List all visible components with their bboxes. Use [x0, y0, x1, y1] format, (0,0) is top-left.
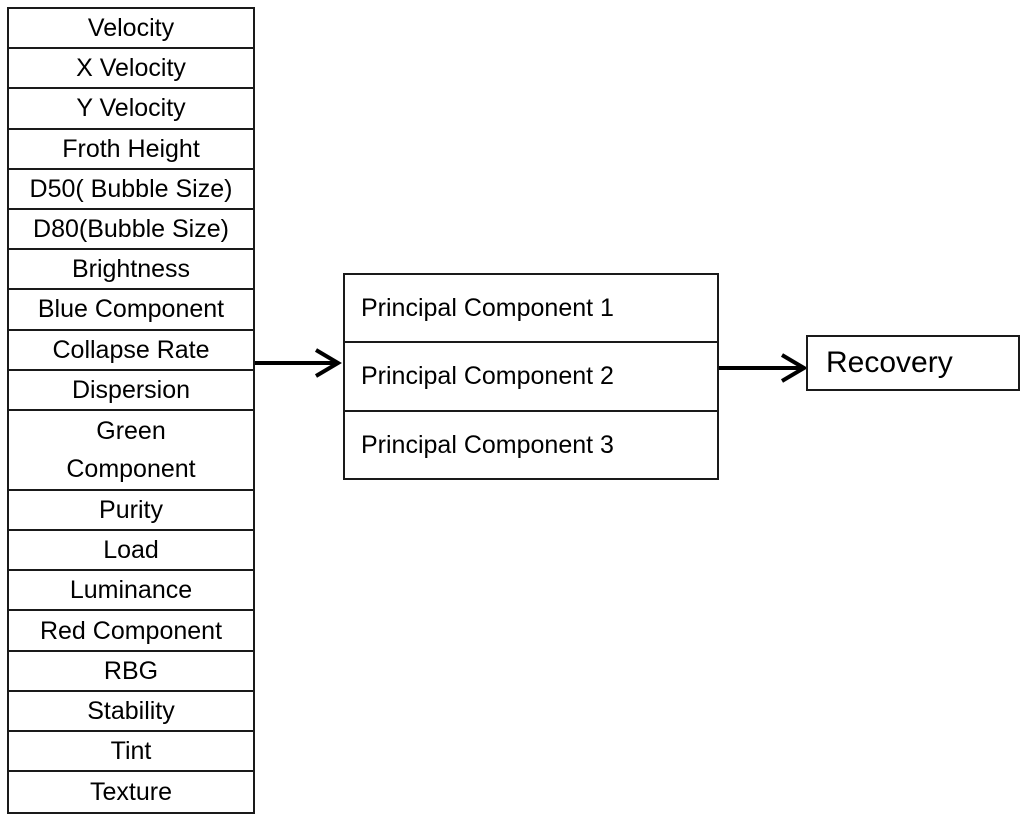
feature-green-component: Green Component [9, 411, 253, 491]
recovery-output-box: Recovery [806, 335, 1020, 391]
feature-collapse-rate: Collapse Rate [9, 331, 253, 371]
feature-rbg: RBG [9, 652, 253, 692]
feature-d80-bubble-size: D80(Bubble Size) [9, 210, 253, 251]
feature-texture: Texture [90, 778, 172, 807]
feature-froth-height: Froth Height [9, 130, 253, 170]
feature-red-component: Red Component [9, 611, 253, 652]
feature-brightness: Brightness [9, 250, 253, 291]
feature-dispersion: Dispersion [9, 371, 253, 411]
feature-x-velocity: X Velocity [9, 49, 253, 90]
principal-component-3: Principal Component 3 [361, 431, 614, 460]
feature-load: Load [9, 531, 253, 572]
arrow-pca-to-recovery [719, 353, 808, 383]
feature-tint: Tint [9, 732, 253, 773]
feature-green-component-line2: Component [66, 454, 196, 483]
feature-purity: Purity [9, 491, 253, 532]
feature-green-component-line1: Green [96, 416, 166, 445]
input-features-column: Velocity X Velocity Y Velocity Froth Hei… [7, 7, 255, 815]
principal-component-1: Principal Component 1 [345, 275, 717, 344]
feature-blue-component: Blue Component [9, 290, 253, 331]
feature-y-velocity: Y Velocity [9, 89, 253, 130]
feature-velocity: Velocity [9, 9, 253, 50]
principal-components-box: Principal Component 1 Principal Componen… [343, 273, 719, 480]
feature-stability: Stability [9, 692, 253, 732]
feature-luminance: Luminance [9, 571, 253, 612]
arrow-features-to-pca [255, 348, 342, 378]
feature-d50-bubble-size: D50( Bubble Size) [9, 170, 253, 210]
principal-component-2: Principal Component 2 [345, 343, 717, 412]
